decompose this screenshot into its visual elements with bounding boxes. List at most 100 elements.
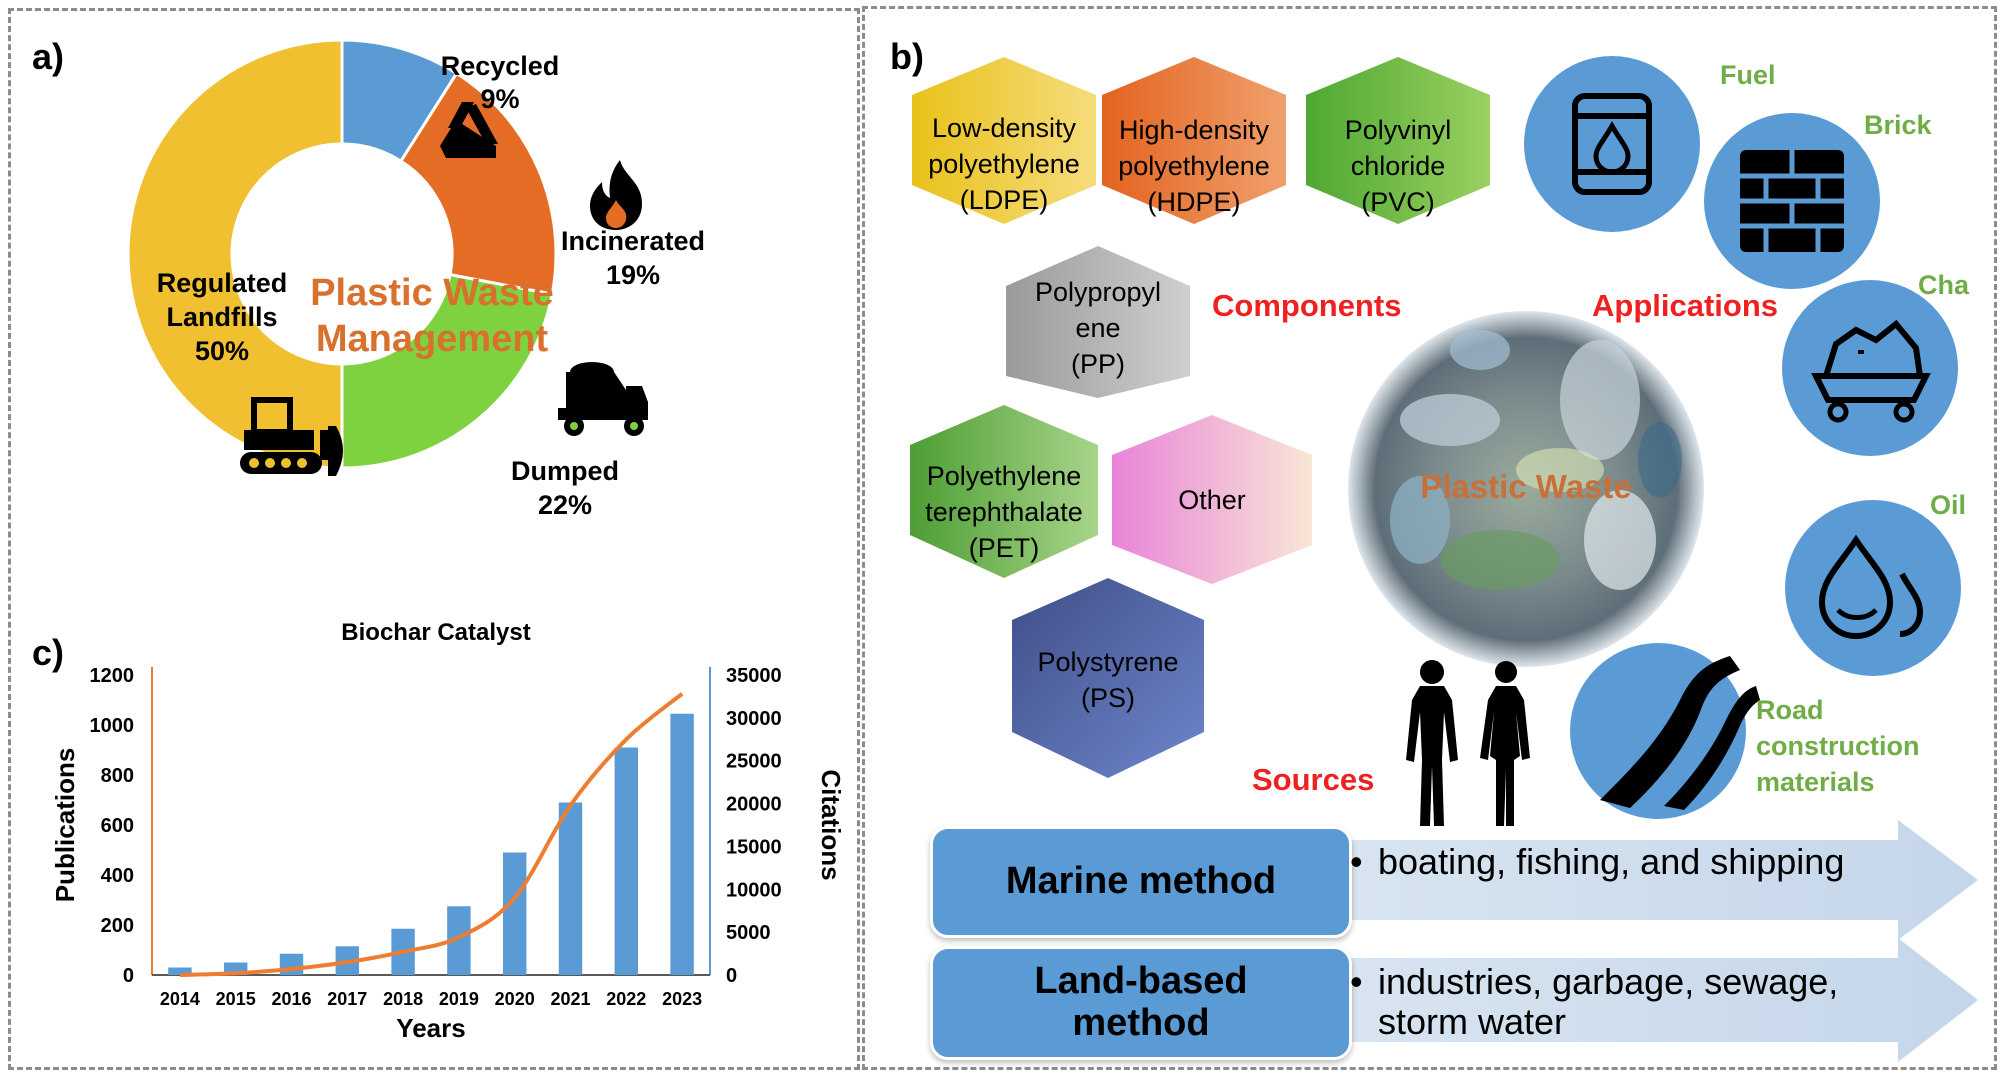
publication-bar xyxy=(614,747,639,975)
app-label-road-line3: materials xyxy=(1756,767,1875,797)
marine-method-box: Marine method xyxy=(930,826,1352,938)
hex-hdpe-line2: polyethylene xyxy=(1118,151,1270,181)
recycle-icon xyxy=(440,102,498,158)
y2-tick-label: 20000 xyxy=(726,794,782,816)
x-tick-label: 2017 xyxy=(327,989,367,1009)
marine-bullet: • xyxy=(1350,841,1363,882)
label-dumped: Dumped 22% xyxy=(490,454,640,522)
hex-ldpe xyxy=(912,57,1096,224)
x-tick-label: 2018 xyxy=(383,989,423,1009)
label-incinerated-pct: 19% xyxy=(605,260,661,290)
land-method-label-line1: Land-based xyxy=(1034,960,1248,1003)
y2-tick-label: 30000 xyxy=(726,708,782,730)
hex-hdpe xyxy=(1102,57,1286,224)
hex-other-line1: Other xyxy=(1178,485,1246,515)
app-label-road-line2: construction xyxy=(1756,731,1920,761)
y-tick-label: 600 xyxy=(101,815,134,837)
brick-wall-icon xyxy=(1704,113,1880,289)
hex-ps xyxy=(1012,578,1204,778)
hex-pp xyxy=(1006,246,1190,398)
app-label-road-line1: Road xyxy=(1756,695,1824,725)
hex-pvc-line2: chloride xyxy=(1350,151,1446,181)
fuel-barrel-icon xyxy=(1524,56,1700,232)
chart-title: Biochar Catalyst xyxy=(341,619,530,646)
hex-pvc xyxy=(1306,57,1490,224)
app-label-char: Cha xyxy=(1918,270,1970,300)
label-landfills-pct: 50% xyxy=(194,336,250,366)
label-recycled: Recycled 9% xyxy=(420,50,580,116)
hex-pvc-line3: (PVC) xyxy=(1361,187,1435,217)
app-label-road: Road construction materials xyxy=(1756,692,1920,800)
donut-segment-landfills xyxy=(126,38,344,470)
x-tick-label: 2022 xyxy=(606,989,646,1009)
x-tick-label: 2023 xyxy=(662,989,702,1009)
x-tick-label: 2021 xyxy=(550,989,590,1009)
label-dumped-name: Dumped xyxy=(511,456,619,486)
panel-a-frame xyxy=(8,8,860,1070)
y2-tick-label: 15000 xyxy=(726,836,782,858)
marine-text-line1: boating, fishing, and shipping xyxy=(1378,841,1845,882)
label-incinerated-name: Incinerated xyxy=(560,226,706,256)
applications-heading: Applications xyxy=(1592,288,1779,323)
y2-axis-title: Citations xyxy=(816,769,846,880)
hex-pp-line2: ene xyxy=(1075,313,1121,343)
publication-bar xyxy=(558,802,583,975)
hex-pet xyxy=(910,405,1098,578)
char-cart-icon xyxy=(1782,280,1958,456)
dump-truck-icon xyxy=(558,362,648,436)
panel-a-label: a) xyxy=(32,36,65,77)
marine-method-text: • boating, fishing, and shipping xyxy=(1350,842,1844,882)
y-tick-label: 1200 xyxy=(90,665,135,687)
y2-tick-label: 25000 xyxy=(726,751,782,773)
y2-tick-label: 35000 xyxy=(726,665,782,687)
sources-heading: Sources xyxy=(1252,762,1375,797)
panel-b-label: b) xyxy=(890,36,924,77)
hex-ldpe-line1: Low-density xyxy=(931,113,1077,143)
marine-method-label: Marine method xyxy=(1005,860,1277,903)
label-dumped-pct: 22% xyxy=(537,490,593,520)
hex-pet-line3: (PET) xyxy=(968,533,1040,563)
y2-tick-label: 5000 xyxy=(726,922,771,944)
hex-pet-line2: terephthalate xyxy=(925,497,1083,527)
hex-ldpe-label: Low-density polyethylene (LDPE) xyxy=(912,110,1096,218)
x-tick-label: 2014 xyxy=(160,989,200,1009)
hex-ps-line1: Polystyrene xyxy=(1037,647,1179,677)
publication-bar xyxy=(168,967,192,975)
donut-center-title: Plastic Waste Management xyxy=(288,270,576,362)
y-axis-title: Publications xyxy=(50,748,80,903)
land-arrow xyxy=(1340,938,1978,1062)
hex-pet-line1: Polyethylene xyxy=(926,461,1082,491)
y-tick-label: 0 xyxy=(123,965,134,987)
land-bullet: • xyxy=(1350,961,1363,1002)
panel-b-frame xyxy=(862,6,1997,1070)
citations-line xyxy=(179,692,684,977)
marine-arrow xyxy=(1340,820,1978,940)
components-heading: Components xyxy=(1212,288,1402,323)
land-method-label-line2: method xyxy=(1072,1002,1210,1044)
hex-pp-label: Polypropyl ene (PP) xyxy=(1006,274,1190,382)
publication-bar xyxy=(502,852,527,975)
hex-hdpe-label: High-density polyethylene (HDPE) xyxy=(1102,112,1286,220)
x-axis-title: Years xyxy=(396,1013,465,1043)
y-tick-label: 400 xyxy=(101,865,134,887)
app-label-brick: Brick xyxy=(1864,110,1932,140)
hex-ps-line2: (PS) xyxy=(1081,683,1135,713)
hex-ldpe-line2: polyethylene xyxy=(928,149,1080,179)
hex-hdpe-line3: (HDPE) xyxy=(1147,187,1241,217)
y2-tick-label: 10000 xyxy=(726,879,782,901)
hex-pvc-label: Polyvinyl chloride (PVC) xyxy=(1306,112,1490,220)
x-tick-label: 2019 xyxy=(439,989,479,1009)
y-tick-label: 800 xyxy=(101,765,134,787)
label-recycled-pct: 9% xyxy=(480,84,520,114)
app-label-fuel: Fuel xyxy=(1720,60,1776,90)
label-landfills-line2: Landfills xyxy=(166,302,278,332)
hex-other xyxy=(1112,415,1312,584)
land-method-box: Land-based method xyxy=(930,946,1352,1060)
y-tick-label: 1000 xyxy=(90,715,135,737)
y-tick-label: 200 xyxy=(101,915,134,937)
donut-center-line1: Plastic Waste xyxy=(310,272,554,314)
hex-ldpe-line3: (LDPE) xyxy=(959,185,1049,215)
publication-bar xyxy=(447,906,471,975)
hex-pvc-line1: Polyvinyl xyxy=(1344,115,1452,145)
